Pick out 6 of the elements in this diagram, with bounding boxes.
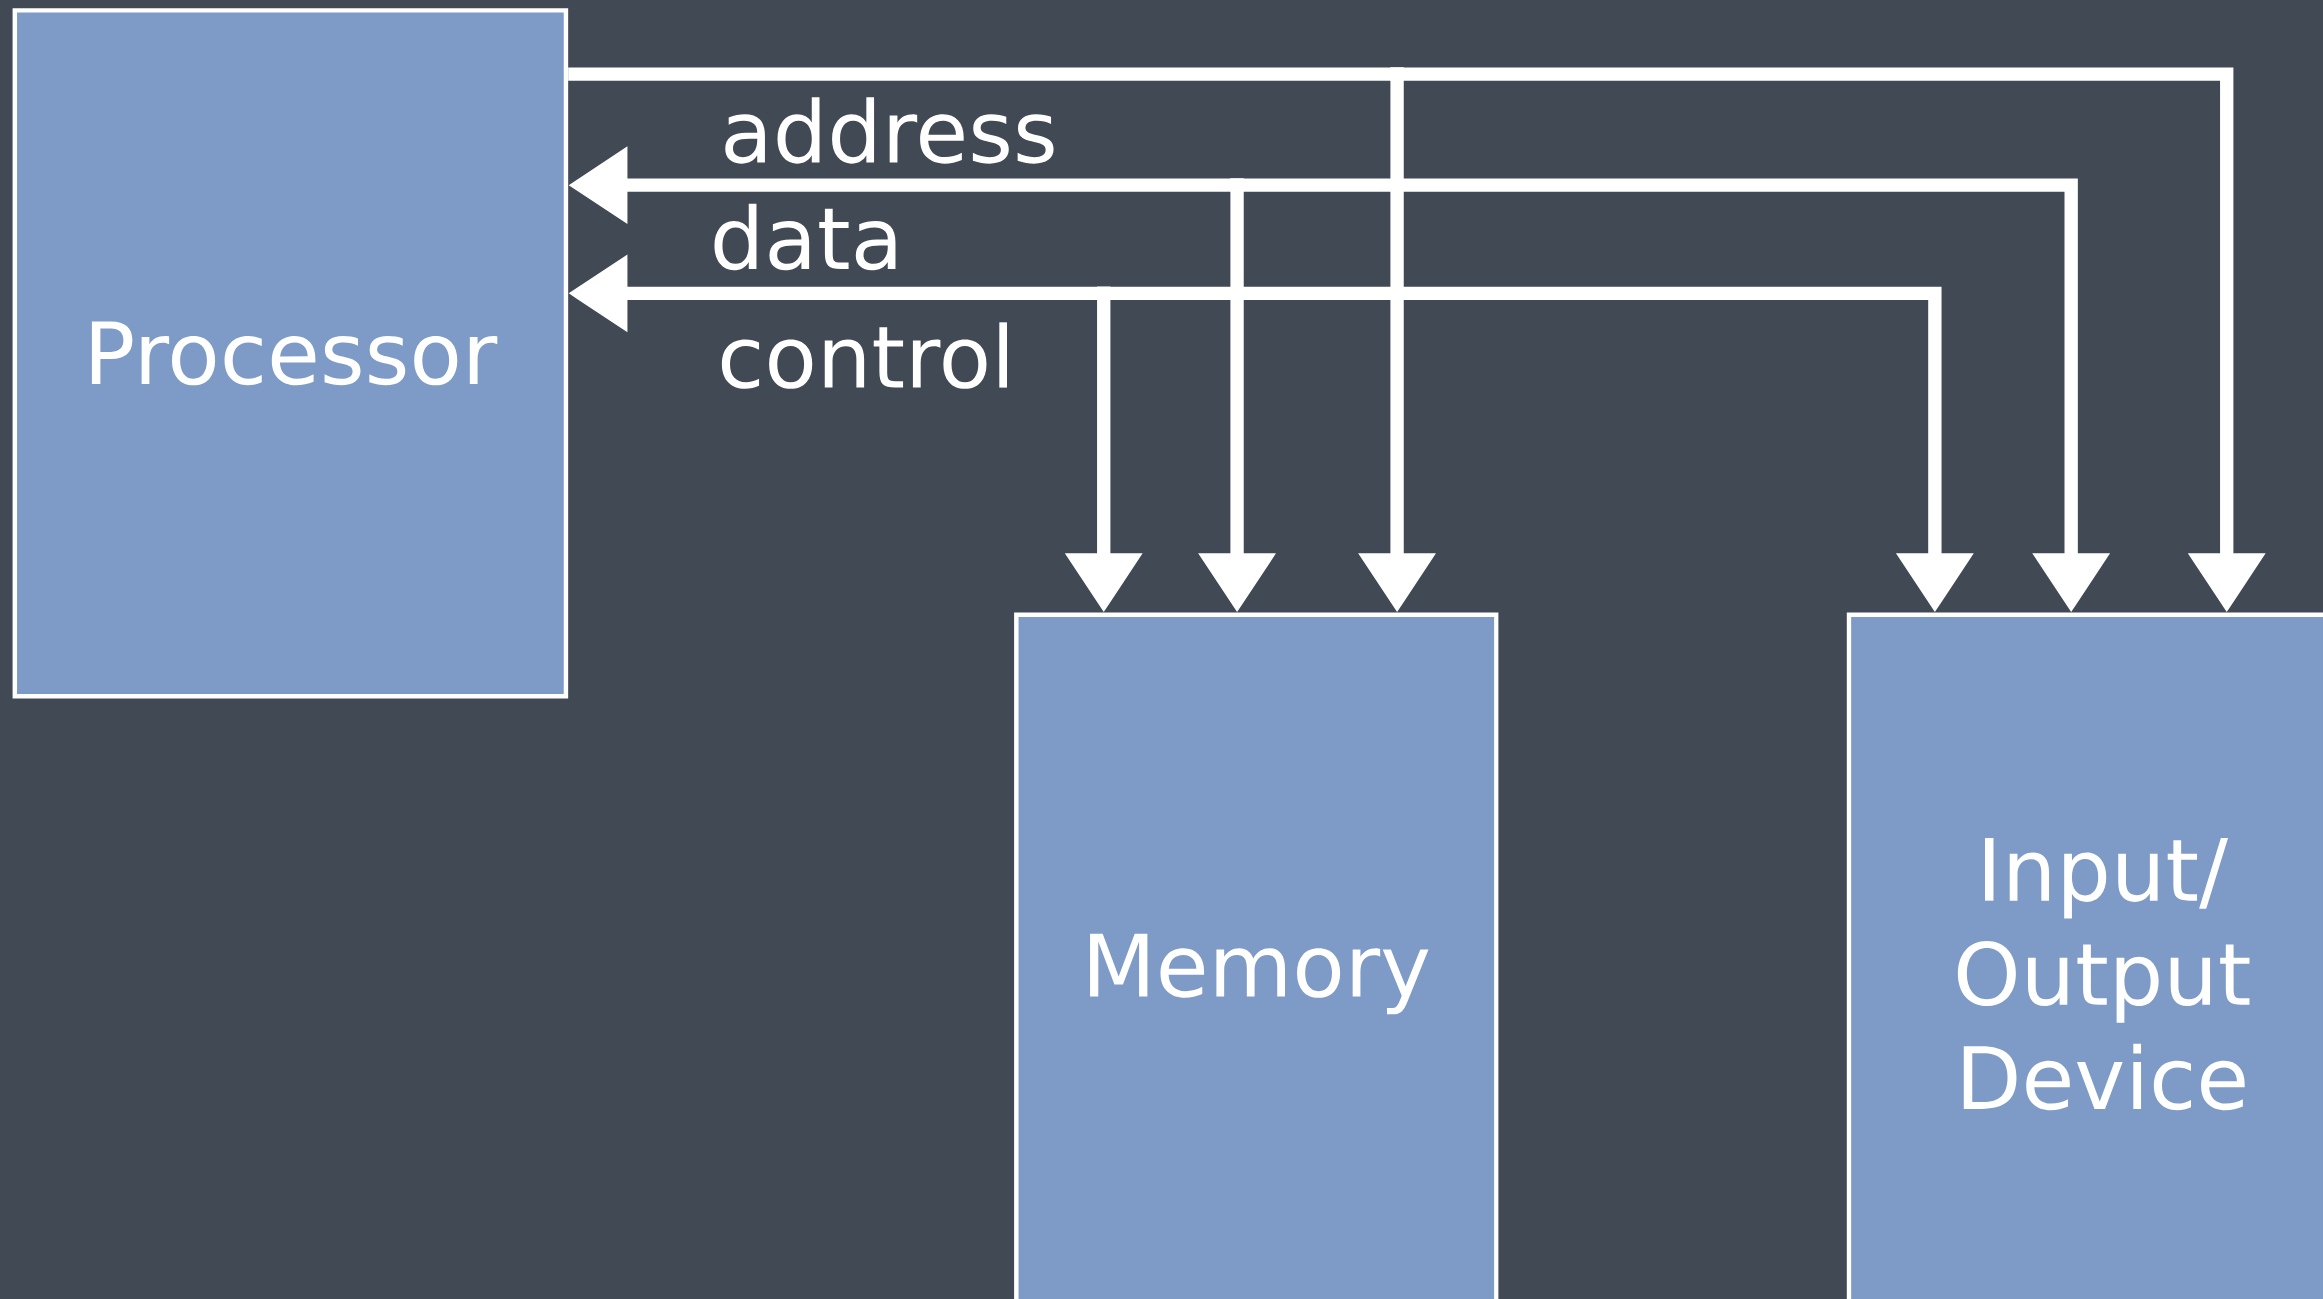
component-box: Input/ Output Device [1846,612,2323,1299]
bus-label: data [714,203,896,271]
component-box: Processor [12,8,569,699]
bus-label: control [721,322,1008,389]
bus-label: address [725,97,1054,164]
component-box: Memory [1014,612,1499,1299]
